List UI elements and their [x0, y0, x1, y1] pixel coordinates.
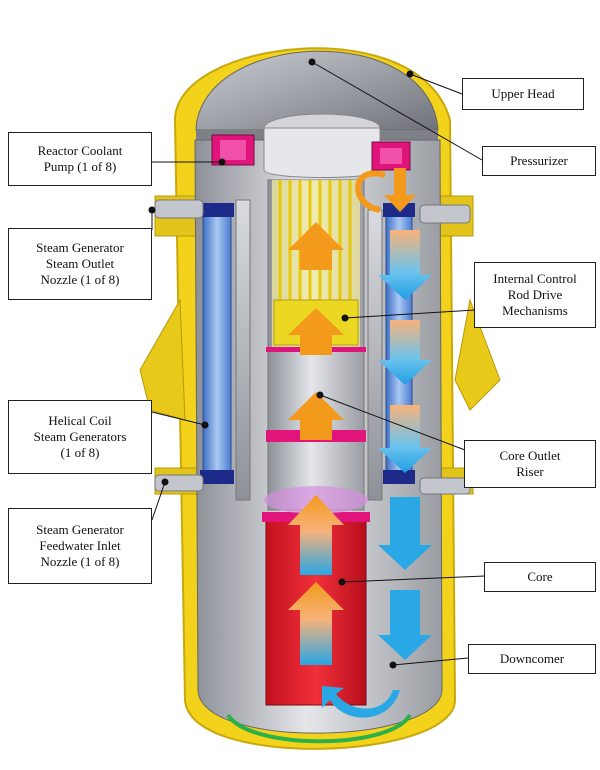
label-downcomer: Downcomer	[468, 644, 596, 674]
label-core: Core	[484, 562, 596, 592]
label-internal-crdm: Internal Control Rod Drive Mechanisms	[474, 262, 596, 328]
feedwater-inlet-nozzle	[154, 474, 204, 492]
downflow-arrows	[322, 230, 432, 718]
label-sg-steam-outlet-nozzle: Steam Generator Steam Outlet Nozzle (1 o…	[8, 228, 152, 300]
label-pressurizer: Pressurizer	[482, 146, 596, 176]
upper-head	[195, 50, 439, 131]
label-core-outlet-riser: Core Outlet Riser	[464, 440, 596, 488]
label-helical-coil-sg: Helical Coil Steam Generators (1 of 8)	[8, 400, 152, 474]
upflow-arrows	[288, 222, 344, 665]
label-upper-head: Upper Head	[462, 78, 584, 110]
support-skirt-right	[454, 298, 501, 411]
label-sg-feedwater-inlet-nozzle: Steam Generator Feedwater Inlet Nozzle (…	[8, 508, 152, 584]
label-reactor-coolant-pump: Reactor Coolant Pump (1 of 8)	[8, 132, 152, 186]
